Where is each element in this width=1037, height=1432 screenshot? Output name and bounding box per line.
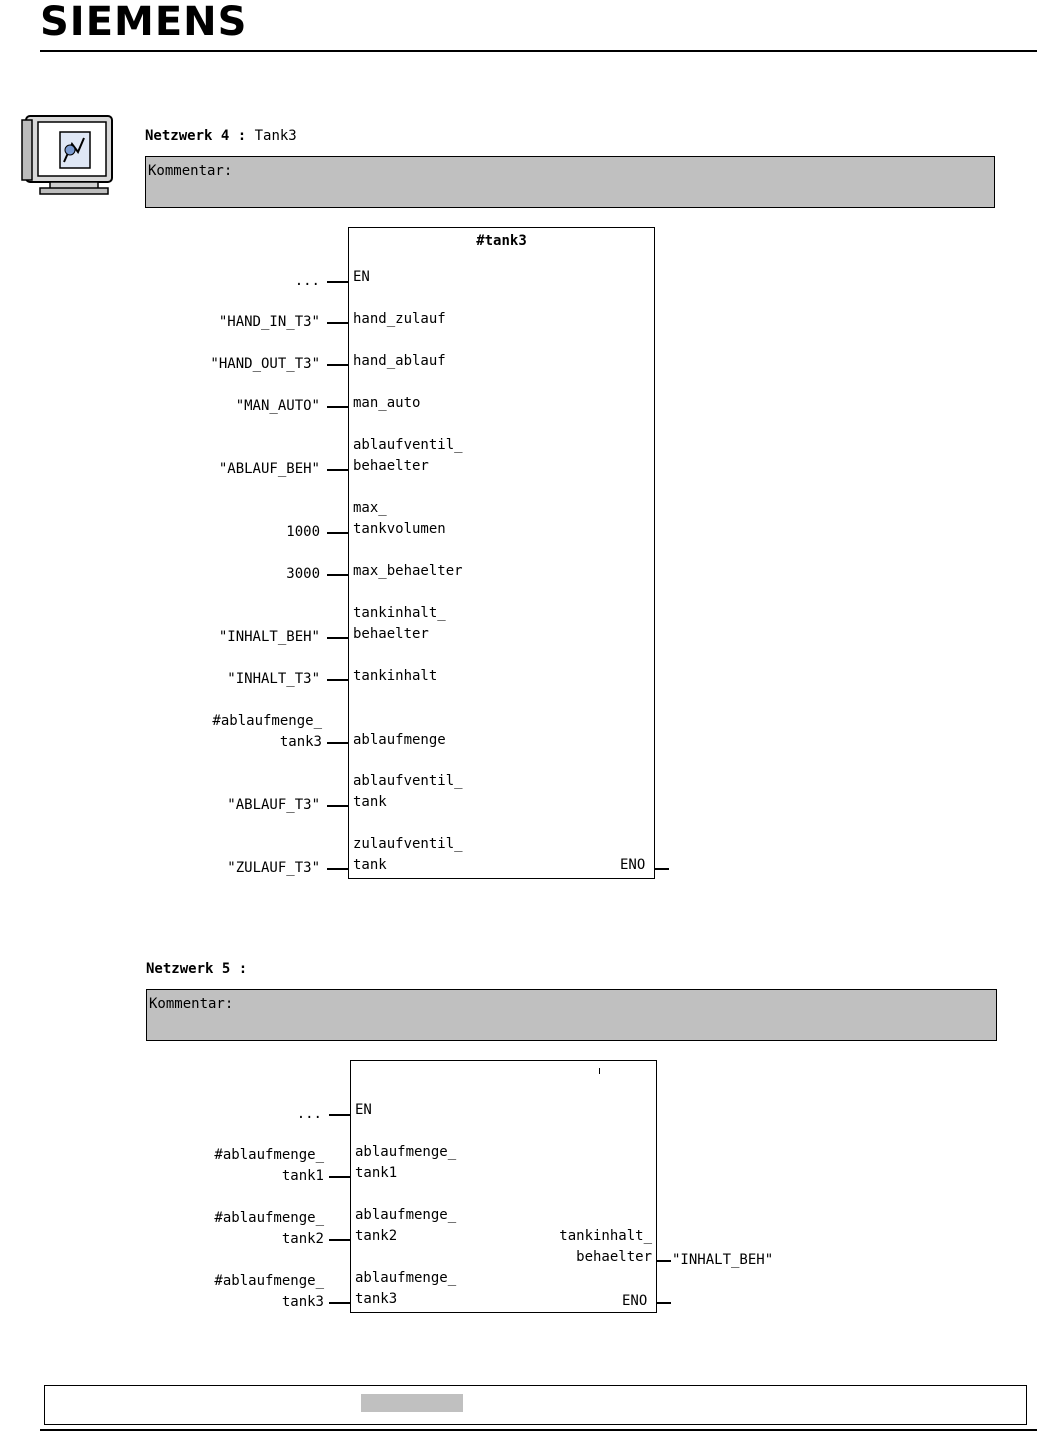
n4-pin-9: ablaufmenge [353,732,446,748]
n4-signal-1: "HAND_IN_T3" [218,314,320,330]
n4-pin-0: EN [353,269,370,285]
n5-wire-0 [329,1114,351,1116]
n4-pin-4: ablaufventil_ behaelter [353,437,463,474]
n4-eno-label: ENO [620,857,646,873]
n4-pin-10: ablaufventil_ tank [353,773,463,810]
footer-gray-field [361,1394,463,1412]
n5-wire-1 [329,1176,351,1178]
n5-pin-2: ablaufmenge_ tank2 [355,1207,457,1244]
n4-pin-2: hand_ablauf [353,353,446,369]
n4-signal-9: #ablaufmenge_ tank3 [212,713,322,750]
n4-signal-4: "ABLAUF_BEH" [218,461,320,477]
network5-label: Netzwerk 5 [146,961,231,977]
n4-pin-8: tankinhalt [353,668,438,684]
n4-wire-11 [327,868,349,870]
network4-name: Tank3 [254,128,297,144]
n5-pin-1: ablaufmenge_ tank1 [355,1144,457,1181]
network5-title: Netzwerk 5 : [146,961,248,977]
network4-label: Netzwerk 4 [145,128,230,144]
footer-box [44,1385,1027,1425]
n5-pin-3: ablaufmenge_ tank3 [355,1270,457,1307]
n4-pin-3: man_auto [353,395,421,411]
n4-signal-11: "ZULAUF_T3" [227,860,320,876]
n5-signal-2: #ablaufmenge_ tank2 [214,1210,324,1247]
footer-rule [40,1429,1037,1431]
n4-wire-5 [327,532,349,534]
header-rule [40,50,1037,52]
n4-wire-6 [327,574,349,576]
n4-wire-9 [327,742,349,744]
n4-pin-7: tankinhalt_ behaelter [353,605,446,642]
n4-signal-0: ... [294,273,320,289]
n4-pin-11: zulaufventil_ tank [353,836,463,873]
n5-output-pin: tankinhalt_ behaelter [559,1228,652,1265]
n4-wire-4 [327,469,349,471]
n4-wire-0 [327,281,349,283]
n5-signal-1: #ablaufmenge_ tank1 [214,1147,324,1184]
n4-signal-10: "ABLAUF_T3" [227,797,320,813]
n5-output-signal: "INHALT_BEH" [672,1252,774,1268]
network5-comment[interactable]: Kommentar: [146,989,997,1041]
n5-signal-3: #ablaufmenge_ tank3 [214,1273,324,1310]
n5-eno-wire [657,1302,671,1304]
n4-signal-7: "INHALT_BEH" [218,629,320,645]
n5-block-tick [599,1068,600,1074]
n5-wire-2 [329,1239,351,1241]
n5-pin-0: EN [355,1102,372,1118]
n4-pin-5: max_ tankvolumen [353,500,446,537]
n4-pin-1: hand_zulauf [353,311,446,327]
n4-wire-1 [327,322,349,324]
n4-signal-2: "HAND_OUT_T3" [210,356,320,372]
n4-wire-2 [327,364,349,366]
n4-wire-10 [327,805,349,807]
network4-comment[interactable]: Kommentar: [145,156,995,208]
n4-signal-3: "MAN_AUTO" [235,398,320,414]
n5-eno-label: ENO [622,1293,648,1309]
fb-tank3-name: #tank3 [476,233,527,249]
n4-wire-7 [327,637,349,639]
n4-signal-6: 3000 [286,566,320,582]
fb-tank3-block[interactable] [348,227,655,879]
n4-eno-wire [655,868,669,870]
n5-wire-3 [329,1302,351,1304]
network4-title: Netzwerk 4 : Tank3 [145,128,297,144]
n4-signal-5: 1000 [286,524,320,540]
fc-sum-block[interactable] [350,1060,657,1313]
n4-wire-8 [327,679,349,681]
n5-signal-0: ... [296,1106,322,1122]
n5-output-wire [657,1260,671,1262]
network5-comment-label: Kommentar: [149,996,234,1012]
n4-wire-3 [327,406,349,408]
n4-signal-8: "INHALT_T3" [227,671,320,687]
n4-pin-6: max_behaelter [353,563,463,579]
monitor-software-icon [21,115,113,195]
siemens-logo: SIEMENS [40,0,248,45]
network4-comment-label: Kommentar: [148,163,233,179]
